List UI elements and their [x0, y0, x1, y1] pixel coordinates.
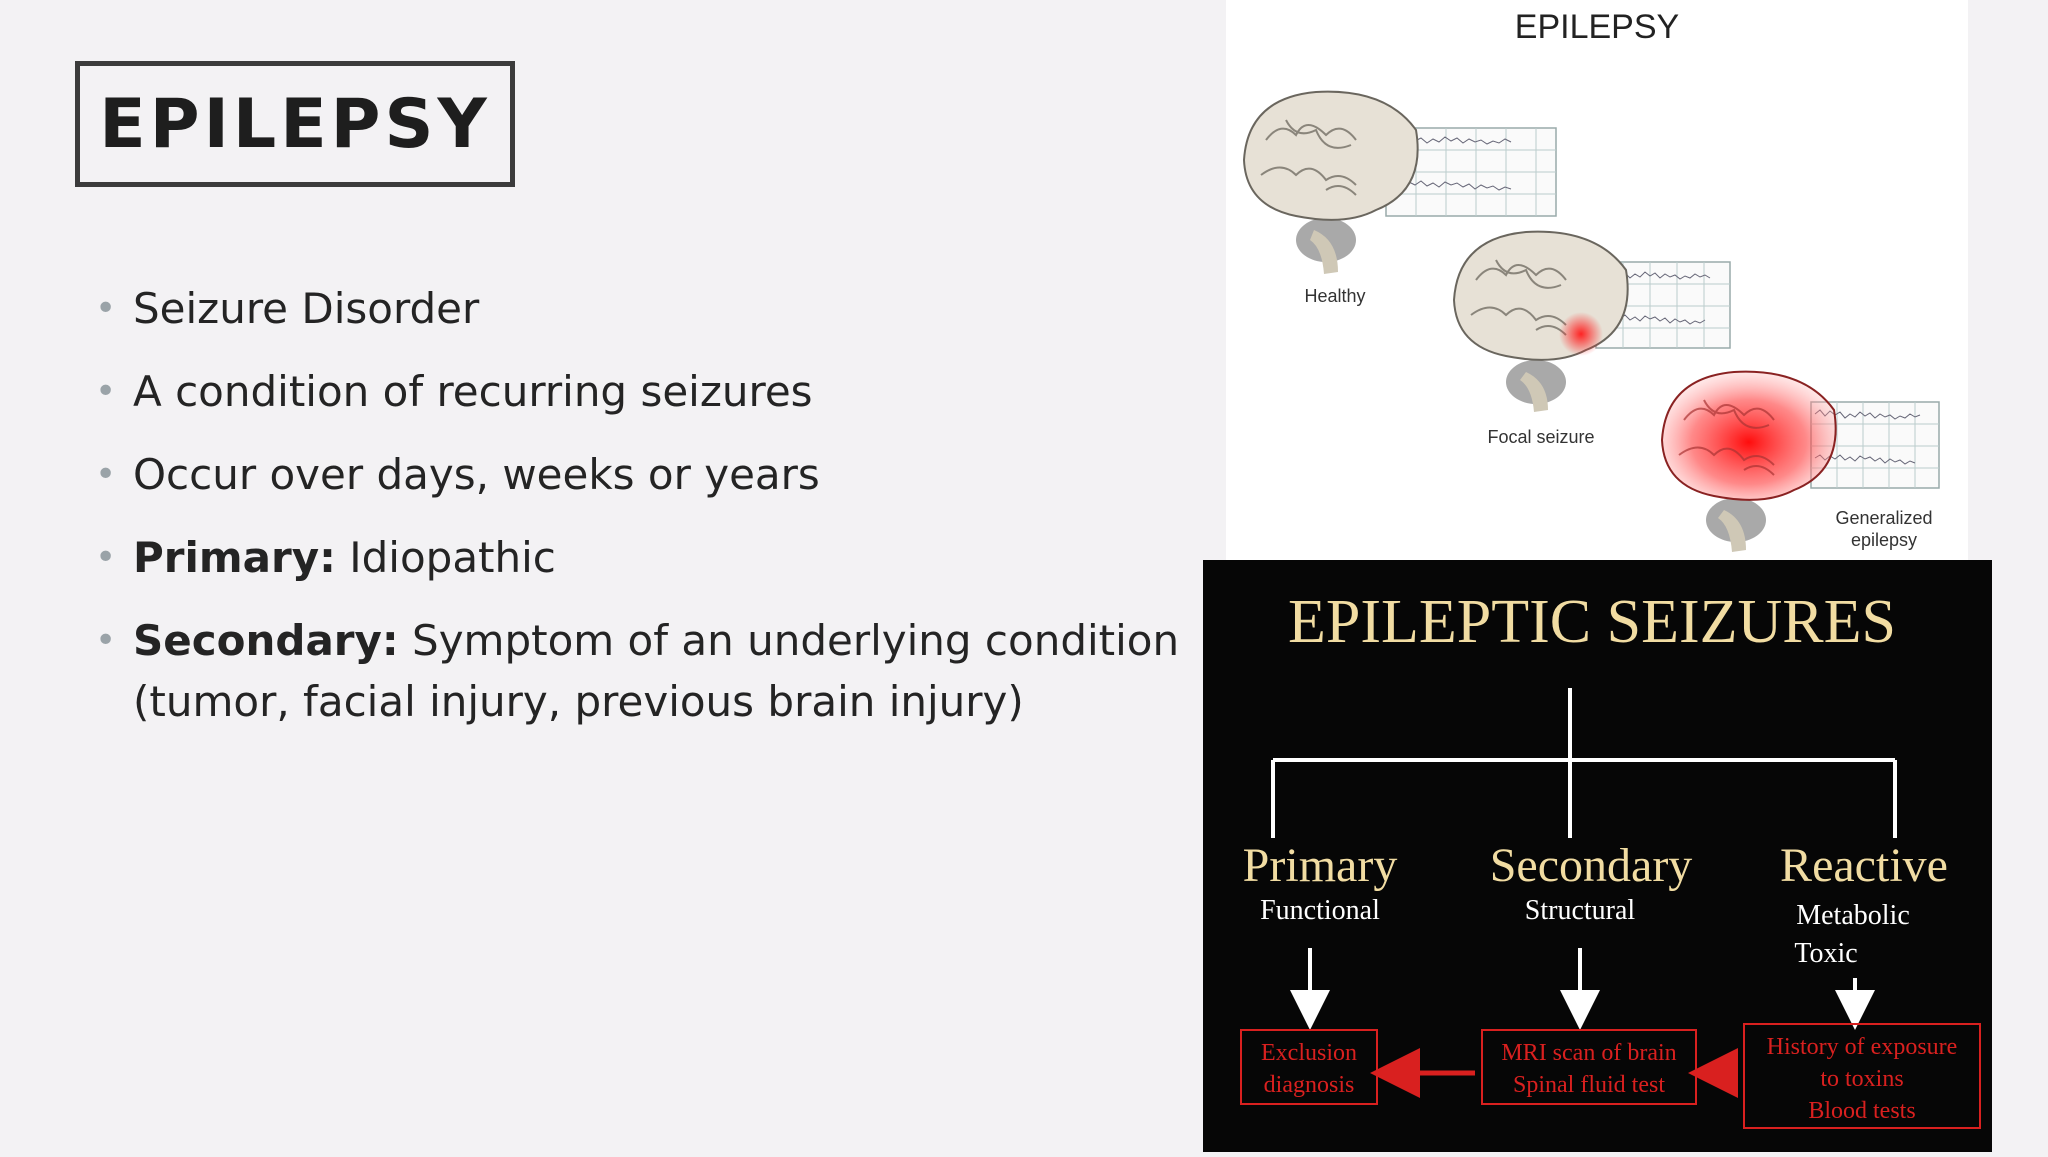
- branch-secondary-sub: Structural: [1525, 895, 1636, 926]
- branch-primary: Primary: [1243, 839, 1398, 892]
- branch-reactive-sub2: Toxic: [1794, 938, 1857, 969]
- seizures-diagram-svg: EPILEPTIC SEIZURES Primary Functional Se…: [1240, 588, 1981, 1129]
- slide-title-box: EPILEPSY: [75, 61, 515, 187]
- branch-reactive: Reactive: [1780, 839, 1948, 892]
- top-image-title: EPILEPSY: [1515, 8, 1679, 46]
- label-generalized-1: Generalized: [1835, 508, 1932, 528]
- bullet-item: Seizure Disorder: [95, 278, 1185, 339]
- bullet-item: Occur over days, weeks or years: [95, 444, 1185, 505]
- brain-generalized: [1660, 370, 1837, 552]
- label-generalized-2: epilepsy: [1851, 530, 1917, 550]
- box-mri: MRI scan of brain Spinal fluid test: [1481, 1029, 1697, 1105]
- brain-illustration: EPILEPSY Healthy: [1226, 0, 1968, 560]
- label-focal: Focal seizure: [1487, 427, 1594, 447]
- svg-text:Blood tests: Blood tests: [1808, 1098, 1915, 1124]
- down-arrows: [1290, 948, 1875, 1030]
- seizures-diagram: EPILEPTIC SEIZURES Primary Functional Se…: [1203, 560, 1992, 1152]
- bullet-list: Seizure Disorder A condition of recurrin…: [95, 278, 1185, 754]
- bullet-item: Secondary: Symptom of an underlying cond…: [95, 610, 1185, 732]
- label-healthy: Healthy: [1304, 286, 1365, 306]
- brain-focal: [1452, 230, 1629, 412]
- brain-illustration-svg: EPILEPSY Healthy: [1242, 8, 1940, 552]
- svg-text:MRI scan of brain: MRI scan of brain: [1501, 1040, 1676, 1066]
- svg-text:Exclusion: Exclusion: [1261, 1040, 1357, 1066]
- svg-text:Spinal fluid test: Spinal fluid test: [1513, 1072, 1665, 1098]
- svg-text:History of exposure: History of exposure: [1767, 1034, 1958, 1060]
- branch-reactive-sub1: Metabolic: [1796, 900, 1910, 931]
- branch-secondary: Secondary: [1490, 839, 1693, 892]
- brain-healthy: [1242, 90, 1419, 274]
- box-exclusion: Exclusion diagnosis: [1240, 1029, 1378, 1105]
- slide-title: EPILEPSY: [99, 84, 491, 164]
- bullet-item: A condition of recurring seizures: [95, 361, 1185, 422]
- tree-connectors: [1271, 688, 1897, 838]
- svg-text:diagnosis: diagnosis: [1264, 1072, 1355, 1098]
- branch-primary-sub: Functional: [1260, 895, 1380, 926]
- svg-text:to toxins: to toxins: [1820, 1066, 1903, 1092]
- box-history: History of exposure to toxins Blood test…: [1743, 1023, 1981, 1129]
- bullet-item: Primary: Idiopathic: [95, 527, 1185, 588]
- diagram-title: EPILEPTIC SEIZURES: [1288, 588, 1896, 656]
